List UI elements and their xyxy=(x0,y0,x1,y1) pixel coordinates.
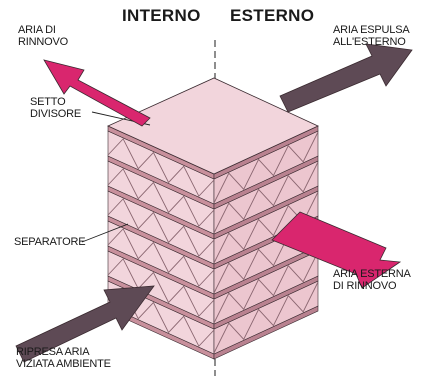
aria-espulsa-line-1: ARIA ESPULSA xyxy=(333,24,410,36)
aria-espulsa-label: ARIA ESPULSA ALL'ESTERNO xyxy=(333,24,410,49)
top-plate xyxy=(107,77,319,175)
corrugation-fins xyxy=(107,228,215,287)
corrugation-fins xyxy=(107,258,215,317)
airflow-arrows xyxy=(15,43,413,363)
esterno-label: ESTERNO xyxy=(230,6,315,25)
aria-di-rinnovo-line-1: ARIA DI xyxy=(18,24,56,36)
aria-di-rinnovo-arrow xyxy=(43,59,151,127)
corrugation-fins xyxy=(213,161,319,234)
separatore-pointer xyxy=(81,223,129,243)
aria-di-rinnovo-line-2: RINNOVO xyxy=(18,36,68,49)
aria-di-rinnovo-label: ARIA DI RINNOVO xyxy=(18,24,68,49)
corrugation-fins xyxy=(213,131,319,204)
ripresa-aria-label: RIPRESA ARIA VIZIATA AMBIENTE xyxy=(16,346,111,371)
aria-espulsa-arrow xyxy=(279,43,413,113)
corrugation-fins xyxy=(213,281,319,354)
ripresa-aria-line-1: RIPRESA ARIA xyxy=(16,346,90,358)
corrugation-fins xyxy=(107,168,215,227)
aria-esterna-line-1: ARIA ESTERNA xyxy=(333,268,411,280)
aria-esterna-line-2: DI RINNOVO xyxy=(333,280,397,293)
setto-divisore-label: SETTO DIVISORE xyxy=(30,96,81,121)
interno-label: INTERNO xyxy=(122,6,201,25)
aria-esterna-label: ARIA ESTERNA DI RINNOVO xyxy=(333,268,411,293)
aria-esterna-arrow xyxy=(271,211,402,289)
ripresa-aria-arrow xyxy=(15,285,155,363)
setto-divisore-line-2: DIVISORE xyxy=(30,108,81,121)
corrugation-fins xyxy=(107,138,215,197)
ripresa-aria-line-2: VIZIATA AMBIENTE xyxy=(16,358,111,371)
corrugation-fins xyxy=(107,198,215,257)
setto-divisore-line-1: SETTO xyxy=(30,96,66,108)
separatore-label: SEPARATORE xyxy=(14,236,86,248)
aria-espulsa-line-2: ALL'ESTERNO xyxy=(333,36,406,49)
corrugation-fins xyxy=(213,251,319,324)
